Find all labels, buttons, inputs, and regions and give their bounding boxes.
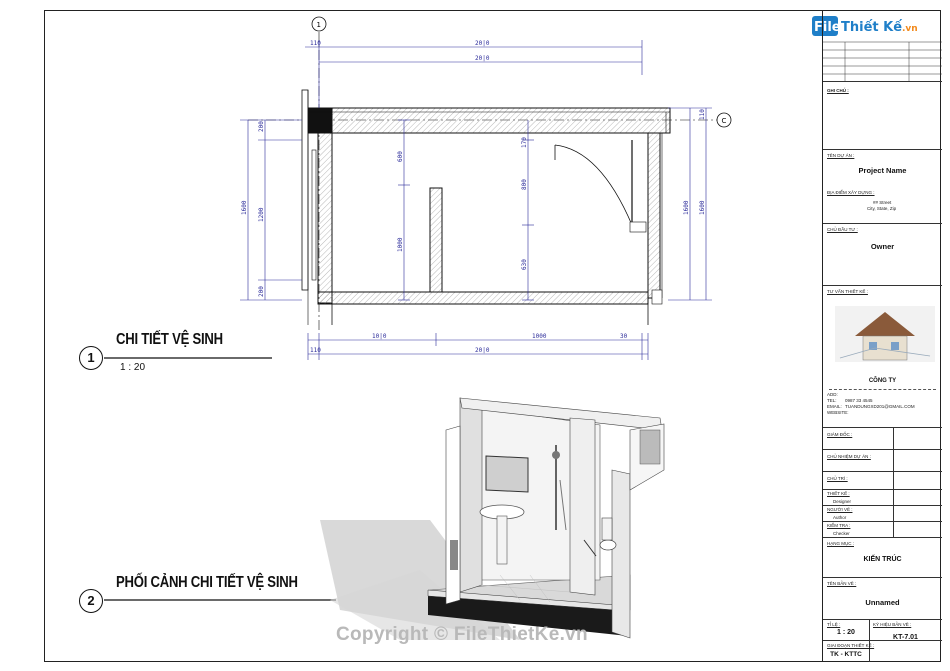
watermark: Copyright © FileThietKe.vn [336,624,588,645]
view-title-1: CHI TIẾT VỆ SINH [116,331,223,348]
plan-view [240,32,718,360]
door-swing [554,144,633,226]
category-section: HẠNG MỤC : KIẾN TRÚC [823,538,942,578]
consultant-label: TƯ VẤN THIẾT KẾ : [827,289,868,294]
phase-row: GIAI ĐOẠN THIẾT KẾ : TK - KTTC [823,641,942,662]
grid-bubble-c [716,112,732,128]
window-left [311,149,317,281]
drafter-value: Author [833,515,847,520]
checker-value: Checker [833,531,850,536]
sheet-no-label: KÝ HIỆU BẢN VẼ : [873,622,912,627]
dim-top-1: 20|0 [475,40,490,47]
tel-label: TEL: [827,398,837,403]
director-label: GIÁM ĐỐC : [827,432,853,437]
notes-label: GHI CHÚ : [827,88,849,93]
dim-right-2: 1600 [683,200,690,215]
dim-in-1: 600 [397,151,404,162]
view-title-2: PHỐI CẢNH CHI TIẾT VỆ SINH [116,574,298,591]
wall-bottom [317,291,649,305]
email-value: TUANDUNGXD201@GMAIL.COM [845,404,915,409]
pm-label: CHỦ NHIỆM DỰ ÁN : [827,454,871,459]
dim-top-2: 20|0 [475,55,490,62]
wall-right [647,132,661,299]
sheet-name-label: TÊN BẢN VẼ : [827,581,857,586]
logo-brand-b: Thiết Kế [841,20,902,35]
sheet-no-value: KT-7.01 [893,634,918,641]
director-row: GIÁM ĐỐC : [823,428,942,450]
dim-in-5: 630 [521,259,528,270]
address-line-2: City, State, Zip [867,206,897,211]
wall-left [317,132,333,304]
logo-brand-c: .vn [902,24,918,34]
owner-label: CHỦ ĐẦU TƯ : [827,227,858,232]
partition-wall [429,187,443,293]
scale-row: TỈ LỆ : 1 : 20 KÝ HIỆU BẢN VẼ : KT-7.01 [823,620,942,662]
location-label: ĐỊA ĐIỂM XÂY DỰNG : [827,190,875,195]
title-block: GHI CHÚ : TÊN DỰ ÁN : Project Name ĐỊA Đ… [822,10,942,662]
grid-label-1: 1 [317,21,321,29]
dim-right-1: 110 [699,109,706,120]
address-line-1: ## Street [873,200,892,205]
email-label: EMAIL: [827,404,842,409]
sheet-name-value: Unnamed [865,598,900,607]
lead-row: CHỦ TRÌ : [823,472,942,490]
lead-label: CHỦ TRÌ : [827,476,848,481]
designer-row: THIẾT KẾ : Designer [823,490,942,506]
dim-left-1: 200 [258,121,265,132]
perspective-view [320,397,665,640]
house-logo-image [835,298,935,370]
dim-right-3: 1600 [699,200,706,215]
designer-value: Designer [833,499,852,504]
grid-label-c: C [722,117,727,125]
phase-value: TK - KTTC [830,651,862,658]
tel-value: 0987 33 4545 [845,398,873,403]
consultant-section: TƯ VẤN THIẾT KẾ : CÔNG TY ADD: TEL: 0987… [823,286,942,428]
website-label: WEBSITE: [827,410,849,415]
category-label: HẠNG MỤC : [827,541,854,546]
scale-label: TỈ LỆ : [827,622,841,627]
owner-section: CHỦ ĐẦU TƯ : Owner [823,224,942,286]
dim-bottom-2: 1000 [532,333,547,340]
dim-top-left: 110 [310,40,321,47]
dim-bottom-1: 10|0 [372,333,387,340]
designer-label: THIẾT KẾ : [827,491,850,496]
category-value: KIẾN TRÚC [863,556,902,563]
dim-bottom-left: 110 [310,347,321,354]
dim-left-2: 1200 [258,207,265,222]
grid-bubble-1 [311,16,327,32]
add-label: ADD: [827,392,838,397]
owner-value: Owner [870,242,895,251]
project-section: TÊN DỰ ÁN : Project Name ĐỊA ĐIỂM XÂY DỰ… [823,150,942,224]
view-scale-1: 1 : 20 [120,362,146,373]
dim-bottom-3: 20|0 [475,347,490,354]
view-number-1: 1 [79,346,103,370]
dim-in-2: 1000 [397,237,404,252]
scale-value: 1 : 20 [837,629,855,636]
checker-label: KIỂM TRA : [827,523,851,528]
sheet-name-section: TÊN BẢN VẼ : Unnamed [823,578,942,620]
company-name: CÔNG TY [868,378,897,384]
pm-row: CHỦ NHIỆM DỰ ÁN : [823,450,942,472]
notes-section: GHI CHÚ : [823,82,942,150]
view-number-2: 2 [79,589,103,613]
dim-left-3: 200 [258,286,265,297]
project-name: Project Name [858,166,907,175]
drafter-row: NGƯỜI VẼ : Author [823,506,942,522]
logo-brand-a: File [814,20,841,35]
checker-row: KIỂM TRA : Checker [823,522,942,538]
dim-in-3: 170 [521,137,528,148]
project-label: TÊN DỰ ÁN : [827,153,855,158]
dim-in-4: 800 [521,179,528,190]
wall-left-outer [301,89,309,291]
drafter-label: NGƯỜI VẼ : [827,507,853,512]
dim-bottom-right: 30 [620,333,628,340]
revision-table [823,10,942,82]
brand-logo: File Thiết Kế .vn [810,12,930,40]
phase-label: GIAI ĐOẠN THIẾT KẾ : [827,643,875,648]
drawing-sheet-border [44,10,941,662]
dim-left-total: 1600 [241,200,248,215]
